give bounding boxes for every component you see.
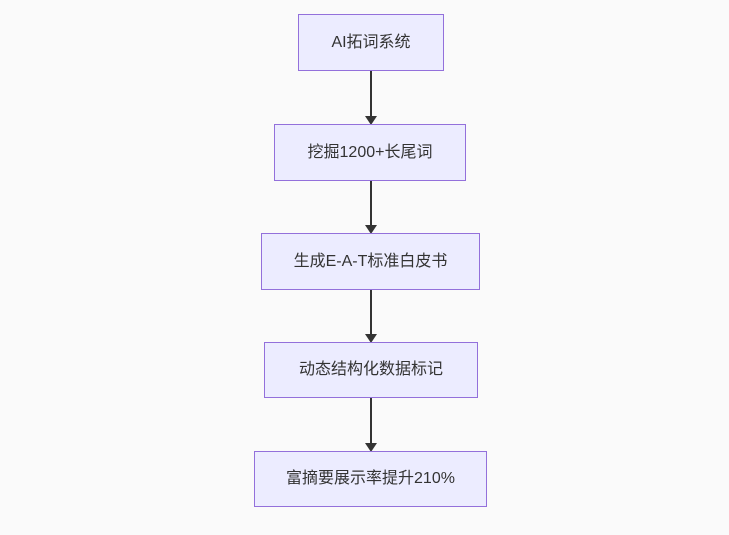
node-label: 富摘要展示率提升210% xyxy=(286,470,455,487)
arrow-down-icon xyxy=(364,225,377,234)
edge-line xyxy=(369,290,372,334)
node-label: 生成E-A-T标准白皮书 xyxy=(293,252,448,270)
flow-edge-b-c xyxy=(364,181,377,234)
node-label: 动态结构化数据标记 xyxy=(298,361,443,378)
node-label: 挖掘1200+长尾词 xyxy=(307,143,433,161)
node-longtail-mining: 挖掘1200+长尾词 xyxy=(274,124,466,181)
flow-edge-a-b xyxy=(364,71,377,125)
flow-edge-d-e xyxy=(364,398,377,452)
node-label: AI拓词系统 xyxy=(331,33,411,51)
node-eat-whitepaper: 生成E-A-T标准白皮书 xyxy=(261,233,480,290)
node-rich-snippet-result: 富摘要展示率提升210% xyxy=(254,451,487,507)
edge-line xyxy=(369,181,372,225)
arrow-down-icon xyxy=(364,334,377,343)
flow-edge-c-d xyxy=(364,290,377,343)
node-ai-keyword-system: AI拓词系统 xyxy=(298,14,444,71)
edge-line xyxy=(369,398,372,443)
arrow-down-icon xyxy=(364,116,377,125)
node-structured-data-markup: 动态结构化数据标记 xyxy=(264,342,478,398)
arrow-down-icon xyxy=(364,443,377,452)
edge-line xyxy=(369,71,372,116)
